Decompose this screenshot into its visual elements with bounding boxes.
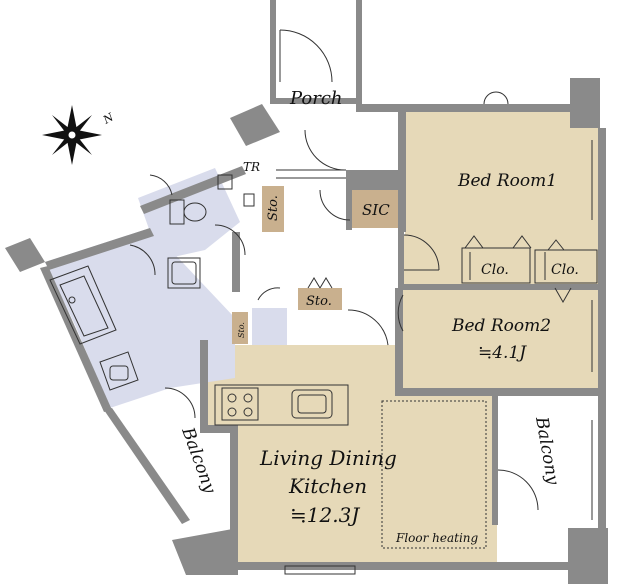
bed-room-1-label: Bed Room1 [457, 171, 557, 191]
sto-small-fill [232, 312, 248, 344]
sic-label: SIC [362, 201, 390, 219]
fixtures [49, 29, 598, 575]
toilet-fill [138, 168, 240, 260]
balcony-left-label: Balcony [177, 424, 220, 496]
floor-heating-label: Floor heating [395, 531, 479, 545]
ldk-size: ≒12.3J [290, 503, 360, 527]
compass-north-label: N [100, 110, 116, 127]
mid-closet-fill [252, 308, 287, 345]
sto-small-label: Sto. [237, 322, 246, 338]
sto-mid-fill [298, 288, 342, 310]
bed-room-2-fill [402, 290, 598, 390]
sic-fill [350, 190, 404, 228]
tr-label: TR [243, 160, 260, 174]
porch-label: Porch [289, 88, 343, 109]
bed-room-1-fill [402, 112, 598, 285]
ldk-fill [208, 345, 497, 562]
balcony-right-label: Balcony [531, 414, 563, 486]
sto-mid-label: Sto. [306, 294, 332, 309]
bed-room-2-size: ≒4.1J [478, 343, 527, 363]
ldk-label-line-1: Living Dining [259, 446, 397, 470]
closet-2-label: Clo. [551, 262, 579, 278]
ldk-label-line-2: Kitchen [288, 474, 367, 498]
closet-1-label: Clo. [481, 262, 509, 278]
sto-hall-fill [262, 186, 284, 232]
wet-area-fill [45, 228, 235, 408]
bed-room-2-label: Bed Room2 [451, 316, 551, 336]
walls [5, 0, 608, 584]
compass [42, 105, 102, 165]
sto-hall-label: Sto. [266, 195, 281, 221]
